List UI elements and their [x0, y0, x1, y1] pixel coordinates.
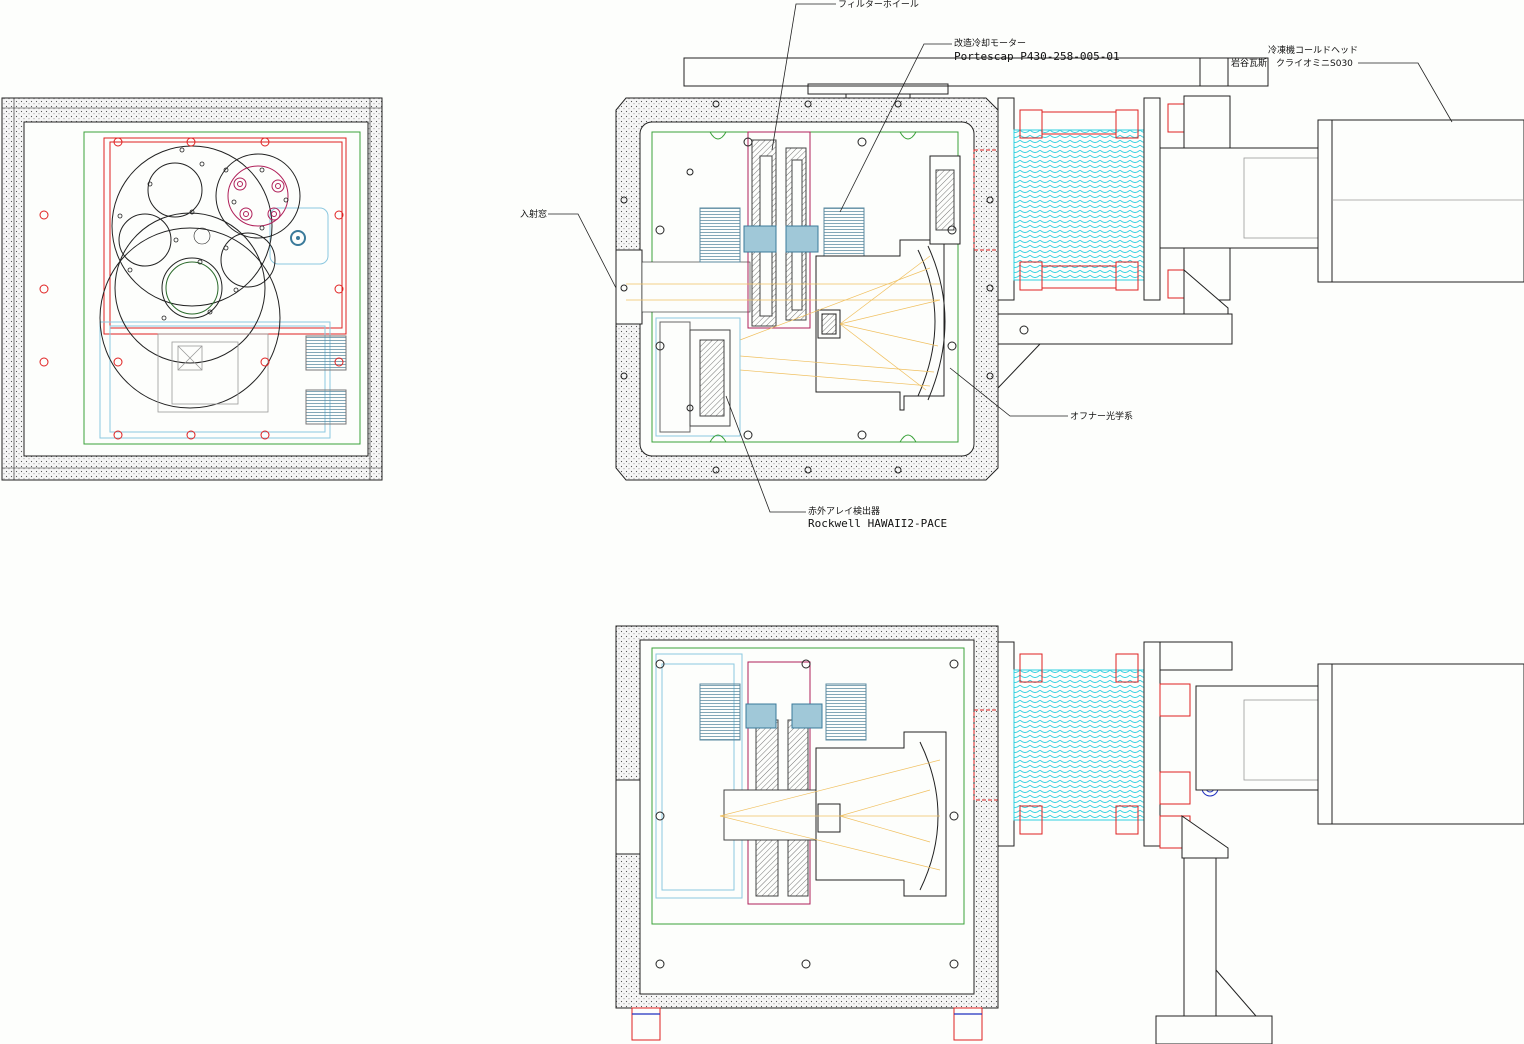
label-window: 入射窓	[520, 208, 547, 220]
label-cryo-title: 冷凍機コールドヘッド	[1268, 44, 1358, 56]
label-filter-wheel: フィルターホイール	[838, 0, 919, 10]
label-offner: オフナー光学系	[1070, 410, 1133, 422]
label-motor-title: 改造冷却モーター	[954, 37, 1026, 49]
side-section-view	[615, 57, 1524, 481]
label-detector-title: 赤外アレイ検出器	[808, 505, 880, 517]
left-front-view	[1, 97, 383, 481]
label-cryo-model: クライオミニS030	[1276, 58, 1353, 69]
leader-lines	[548, 3, 1453, 513]
label-detector-model: Rockwell HAWAII2-PACE	[808, 517, 947, 530]
labels: フィルターホイール 改造冷却モーター Portescap P430-258-00…	[520, 0, 1358, 530]
label-cryo-maker: 岩谷瓦斯	[1231, 57, 1267, 69]
label-motor-model: Portescap P430-258-005-01	[954, 50, 1120, 63]
plan-view	[615, 625, 1524, 1044]
